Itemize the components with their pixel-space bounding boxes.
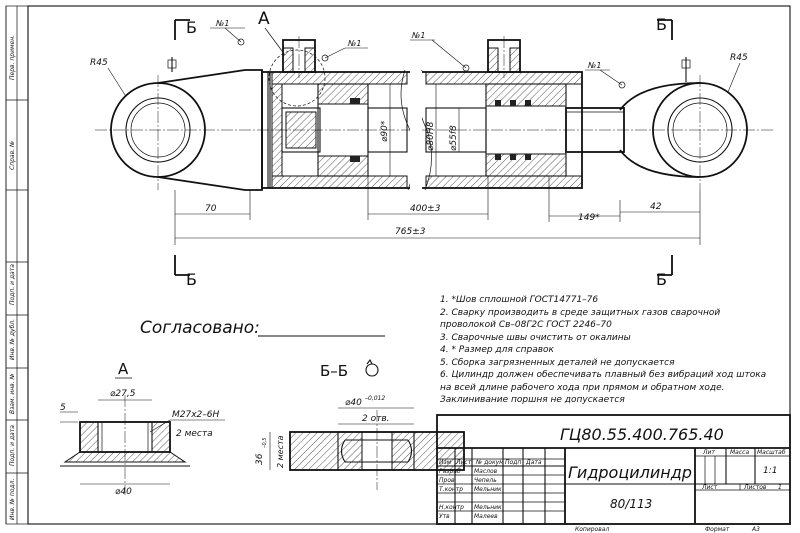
side-label: Инв. № подл.	[9, 479, 16, 520]
technical-requirements: 1. *Шов сплошной ГОСТ14771–76 2. Сварку …	[440, 295, 766, 405]
tb-scale: Масштаб	[757, 449, 786, 456]
tb-person: Мельник	[474, 504, 502, 511]
dim-149: 149*	[578, 213, 600, 223]
tb-lit: Лит	[702, 449, 715, 456]
tb-scale-value: 1:1	[763, 466, 777, 476]
weld-callout-text: №1	[347, 39, 361, 48]
weld-callouts: №1 №1 №1 №1	[210, 19, 626, 89]
dim-d90: ⌀90*	[380, 120, 390, 142]
dim-36: 36	[255, 453, 265, 465]
dim-places-bb: 2 места	[276, 435, 285, 468]
side-label: Подп. и дата	[9, 264, 16, 305]
detail-a-view: А ⌀27,5 ⌀40 5 М27х2–6Н 2 места	[60, 360, 225, 497]
tb-head-izm: Изм	[439, 459, 452, 466]
tb-format-value: А3	[751, 526, 760, 533]
note-line: 2. Сварку производить в среде защитных г…	[440, 308, 720, 318]
side-strip: Перв. примен. Справ. № Подп. и дата Инв.…	[5, 6, 28, 524]
dim-radius-right: R45	[730, 53, 748, 63]
tb-head-date: Дата	[525, 459, 542, 466]
dim-d27: ⌀27,5	[110, 389, 136, 399]
side-label: Справ. №	[9, 141, 16, 170]
weld-callout-text: №1	[587, 61, 601, 70]
section-mark-label: Б	[186, 18, 197, 37]
tb-mass: Масса	[730, 449, 749, 456]
dim-36-tol: –0,5	[262, 438, 268, 448]
dim-d80: ⌀80Н8	[426, 121, 436, 151]
tb-sheets-value: 1	[778, 484, 782, 491]
tb-sheets: Листов	[743, 484, 767, 491]
dim-thread: М27х2–6Н	[172, 410, 219, 420]
section-marks-b: Б Б Б Б А	[174, 9, 673, 289]
dim-400: 400±3	[410, 204, 441, 214]
tb-sheet: Лист	[701, 484, 718, 491]
note-line: Заклинивание поршня не допускается	[440, 395, 625, 405]
section-mark-label: Б	[656, 270, 667, 289]
tb-role: Утв	[439, 513, 450, 520]
tb-role: Н.контр	[439, 504, 464, 511]
weld-callout-text: №1	[215, 19, 229, 28]
tb-head-sign: Подп	[505, 459, 521, 466]
tb-role: Пров	[439, 477, 455, 484]
tb-head-doc: № докум	[475, 459, 504, 466]
tb-head-list: Лист	[455, 459, 472, 466]
tb-role: Разраб	[439, 468, 461, 475]
product-name: Гидроцилиндр	[568, 463, 692, 482]
note-line: проволокой Св–08Г2С ГОСТ 2246–70	[440, 320, 612, 330]
note-line: 1. *Шов сплошной ГОСТ14771–76	[440, 295, 598, 305]
dim-d55: ⌀55f8	[449, 125, 459, 151]
section-bb-view: Б–Б ⌀40 –0,012 2 отв. 36 –0,5 2 места	[255, 358, 465, 490]
tb-person: Маслов	[474, 468, 498, 475]
side-label: Подп. и дата	[9, 425, 16, 466]
dim-holes: 2 отв.	[362, 414, 390, 424]
dim-765: 765±3	[395, 227, 426, 237]
approval: Согласовано:	[140, 318, 385, 338]
weld-callout-text: №1	[411, 31, 425, 40]
dim-radius-left: R45	[90, 58, 108, 68]
cylinder-main-view	[95, 36, 775, 191]
dim-d40-tol: ⌀40	[345, 398, 362, 408]
tb-copied: Копировал	[575, 526, 609, 533]
tb-role: Т.контр	[439, 486, 463, 493]
product-subtitle: 80/113	[610, 497, 652, 511]
section-bb-title: Б–Б	[320, 362, 348, 380]
note-line: 3. Сварочные швы очистить от окалины	[440, 333, 631, 343]
note-line: 5. Сборка загрязненных деталей не допуск…	[440, 358, 675, 368]
tb-person: Малеев	[474, 513, 498, 520]
tb-person: Чепель	[474, 477, 497, 484]
designation: ГЦ80.55.400.765.40	[560, 425, 724, 444]
note-line: 6. Цилиндр должен обеспечивать плавный б…	[440, 370, 766, 380]
dim-5: 5	[60, 403, 66, 413]
main-dimensions: R45 R45 ⌀90* ⌀80Н8 ⌀55f8 70 400±3 149*	[90, 53, 748, 245]
dim-d40: ⌀40	[115, 487, 132, 497]
approval-label: Согласовано:	[140, 318, 260, 338]
detail-a-label: А	[258, 9, 270, 29]
section-mark-label: Б	[656, 15, 667, 34]
side-label: Взам. инв. №	[9, 373, 16, 414]
note-line: 4. * Размер для справок	[440, 345, 555, 355]
dim-70: 70	[205, 204, 217, 214]
section-mark-label: Б	[186, 270, 197, 289]
tb-person: Мельник	[474, 486, 502, 493]
side-label: Перв. примен.	[9, 35, 16, 80]
side-label: Инв. № дубл.	[9, 319, 16, 360]
dim-thread-qty: 2 места	[176, 429, 213, 439]
detail-a-title: А	[118, 360, 129, 378]
dim-42: 42	[650, 202, 662, 212]
title-block: ГЦ80.55.400.765.40 Изм Лист № докум Подп…	[436, 414, 791, 533]
tb-format-label: Формат	[705, 526, 730, 533]
dim-d40-tol-sup: –0,012	[365, 395, 385, 402]
note-line: на всей длине рабочего хода при прямом и…	[440, 383, 725, 393]
